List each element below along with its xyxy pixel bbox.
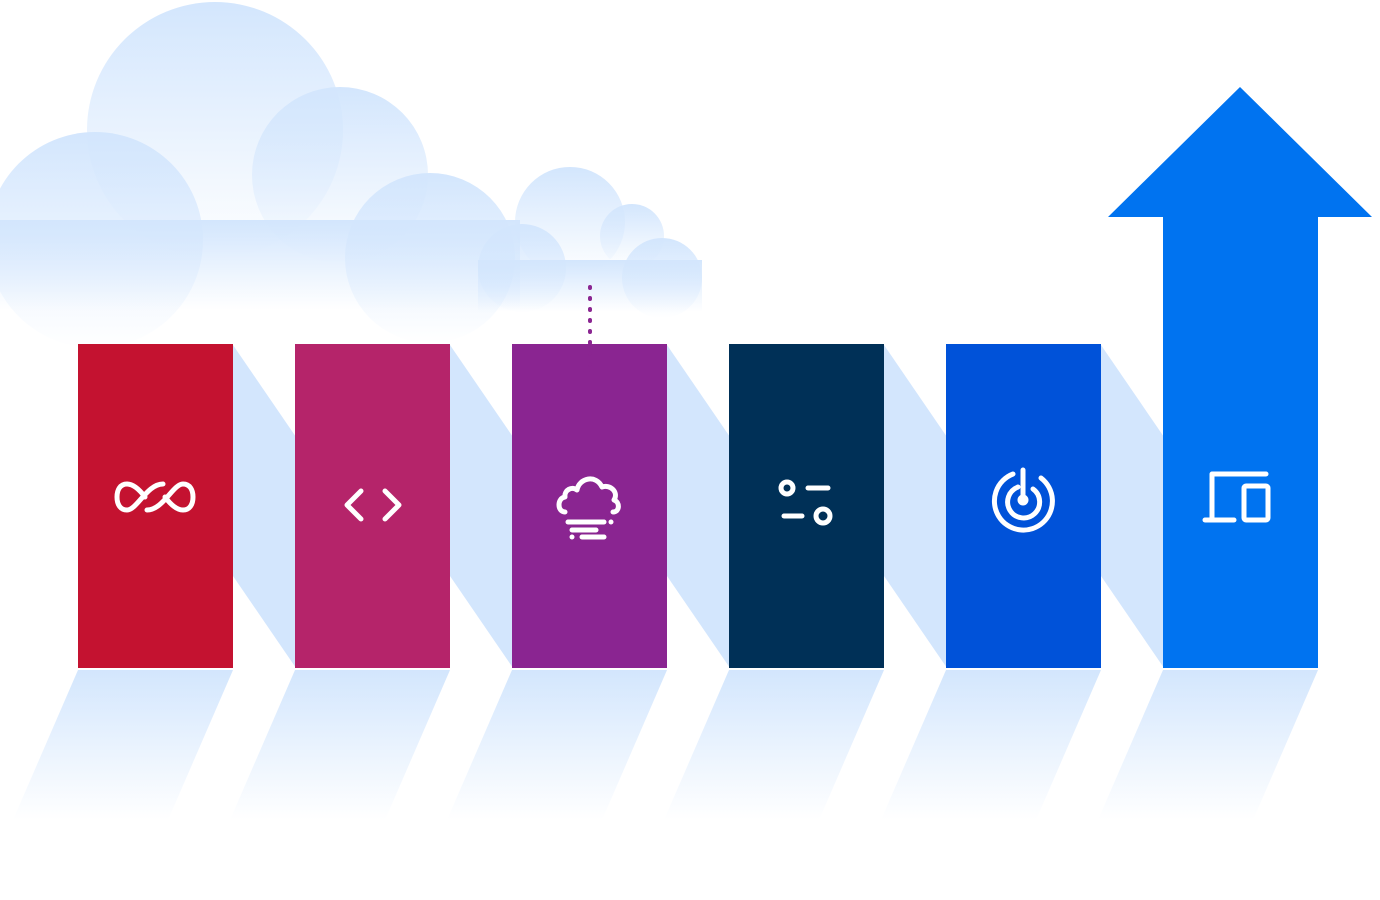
code-brackets-icon xyxy=(344,488,402,522)
infinity-icon xyxy=(114,481,196,513)
stage-reflections xyxy=(13,670,1318,820)
settings-toggles-icon xyxy=(778,479,833,526)
stage-4-block xyxy=(729,344,884,668)
stage-3-block xyxy=(512,344,667,668)
connector-4-5 xyxy=(884,345,947,668)
cloud-icon xyxy=(556,476,621,540)
devices-icon xyxy=(1202,471,1271,523)
connector-3-4 xyxy=(667,345,730,668)
stage-2-block xyxy=(295,344,450,668)
large-cloud xyxy=(0,2,520,348)
stage-connectors xyxy=(233,345,1164,668)
connector-1-2 xyxy=(233,345,296,668)
connector-2-3 xyxy=(450,345,513,668)
stage-6-up-arrow xyxy=(1108,87,1372,668)
connector-5-6 xyxy=(1101,345,1164,668)
power-target-icon xyxy=(991,467,1055,533)
small-cloud xyxy=(478,167,702,318)
dotted-down-arrow-icon xyxy=(570,285,610,377)
stage-5-block xyxy=(946,344,1101,668)
